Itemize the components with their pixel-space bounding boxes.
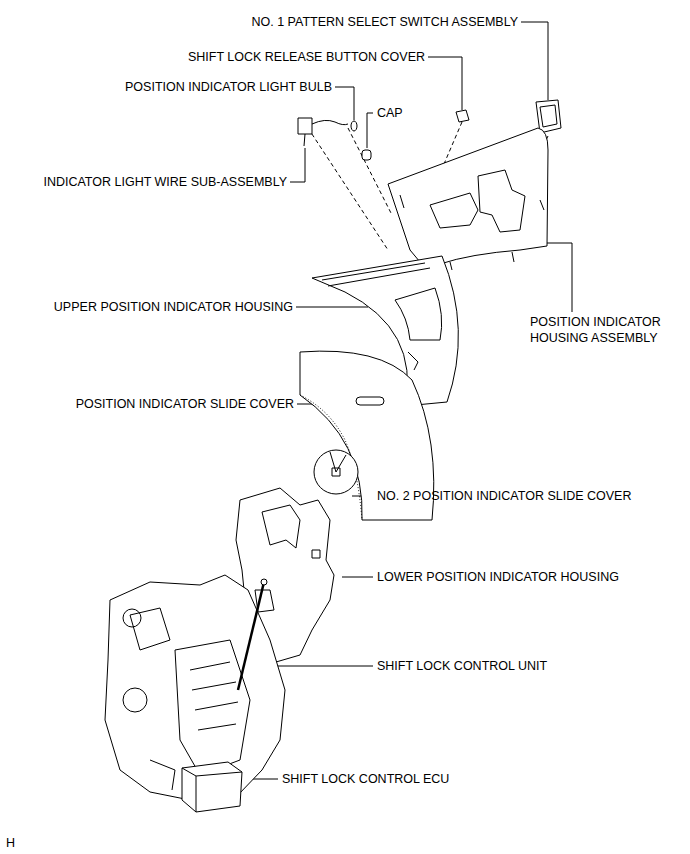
part-label: NO. 2 POSITION INDICATOR SLIDE COVER xyxy=(377,488,631,504)
part-label: UPPER POSITION INDICATOR HOUSING xyxy=(54,299,293,315)
part-label: CAP xyxy=(377,105,403,121)
part-label: POSITION INDICATOR LIGHT BULB xyxy=(125,79,332,95)
figure-code: H xyxy=(6,835,15,851)
part-label: SHIFT LOCK CONTROL UNIT xyxy=(377,658,547,674)
part-label: SHIFT LOCK CONTROL ECU xyxy=(282,771,449,787)
part-label: POSITION INDICATOR SLIDE COVER xyxy=(76,396,294,412)
part-label: POSITION INDICATOR HOUSING ASSEMBLY xyxy=(530,314,682,346)
part-label: LOWER POSITION INDICATOR HOUSING xyxy=(377,569,619,585)
part-label: SHIFT LOCK RELEASE BUTTON COVER xyxy=(188,49,425,65)
part-label: INDICATOR LIGHT WIRE SUB-ASSEMBLY xyxy=(43,174,287,190)
part-label: NO. 1 PATTERN SELECT SWITCH ASSEMBLY xyxy=(252,14,519,30)
